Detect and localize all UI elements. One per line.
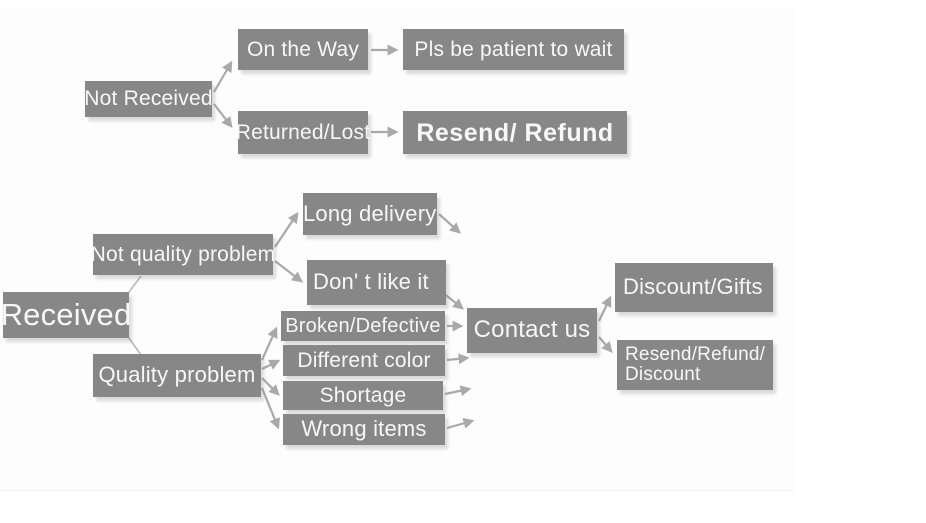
node-resend-refund: Resend/ Refund	[403, 111, 627, 154]
node-long-delivery: Long delivery	[303, 193, 437, 235]
node-returned-lost: Returned/Lost	[236, 111, 370, 154]
node-not-quality-problem: Not quality problem	[91, 234, 275, 275]
node-resend-refund-discount-line1: Resend/Refund/	[625, 344, 766, 366]
node-resend-refund-discount: Resend/Refund/ Discount	[617, 340, 773, 390]
node-quality-problem: Quality problem	[93, 354, 261, 397]
edge-quality-wrongitems	[260, 387, 280, 430]
edge-notreceived-ontheway	[213, 60, 233, 93]
edge-quality-broken	[260, 326, 278, 361]
node-discount-gifts: Discount/Gifts	[615, 263, 773, 312]
edge-differentcolor-contactus	[446, 353, 470, 365]
edge-notreceived-returnedlost	[213, 103, 233, 129]
node-received: Received	[1, 292, 131, 338]
edge-quality-differentcolor	[261, 359, 281, 370]
edge-contactus-discountgifts	[598, 295, 612, 322]
node-broken-defective: Broken/Defective	[281, 311, 445, 341]
edge-longdelivery-contactus	[438, 213, 461, 234]
node-different-color: Different color	[283, 345, 445, 376]
edge-quality-shortage	[261, 377, 280, 396]
edge-wrongitems-contactus	[446, 417, 475, 430]
node-pls-be-patient: Pls be patient to wait	[403, 29, 624, 70]
node-wrong-items: Wrong items	[283, 414, 445, 445]
edge-notquality-longdelivery	[274, 211, 299, 248]
node-resend-refund-discount-line2: Discount	[625, 364, 701, 385]
node-dont-like-it: Don' t like it	[307, 260, 446, 305]
node-contact-us: Contact us	[467, 308, 597, 353]
edge-notquality-dontlike	[274, 260, 304, 283]
node-shortage: Shortage	[283, 381, 443, 410]
node-on-the-way: On the Way	[238, 29, 368, 70]
edge-shortage-contactus	[444, 385, 472, 397]
edge-contactus-resendrefunddiscount	[598, 336, 613, 353]
node-not-received: Not Received	[84, 81, 213, 117]
